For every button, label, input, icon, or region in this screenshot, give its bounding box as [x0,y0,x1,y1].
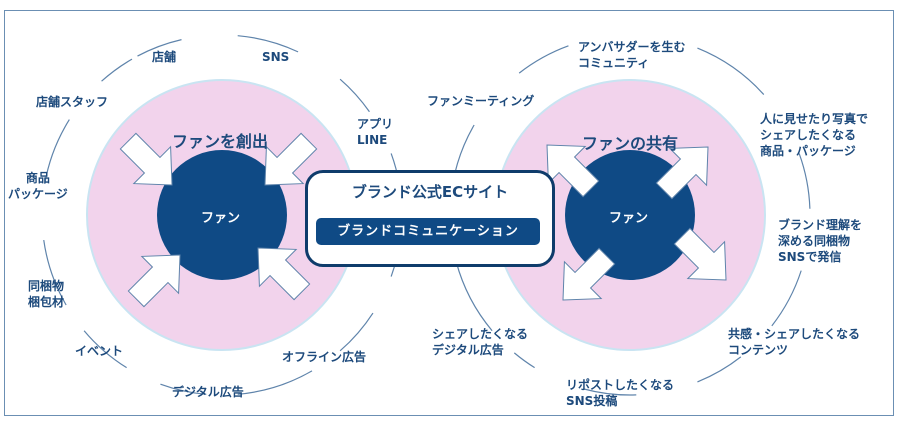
outward-arrow-icon [655,146,709,200]
touchpoint-repostable-sns: リポストしたくなる SNS投稿 [566,378,675,408]
brand-communication-pill: ブランドコミュニケーション [316,218,540,245]
touchpoint-shareable-content: 共感・シェアしたくなる コンテンツ [728,327,861,357]
right-zone-title: ファンの共有 [582,134,679,153]
left-arc-segment [237,35,299,53]
inward-arrow-icon [264,132,318,186]
left-zone-title: ファンを創出 [172,132,269,151]
left-arc-segment [237,370,313,395]
diagram-frame [4,10,894,416]
left-arc-segment [44,119,70,184]
outward-arrow-icon [673,227,727,281]
right-arc-segment [697,47,765,95]
outward-arrow-icon [562,247,616,301]
brand-ec-site-box: ブランド公式ECサイト ブランドコミュニケーション [305,170,555,267]
touchpoint-offline-ad: オフライン広告 [282,350,367,364]
left-fan-core [157,150,287,280]
right-fan-core-label: ファン [609,211,649,226]
right-arc-segment [455,261,493,332]
right-arc-segment [583,388,637,396]
touchpoint-product-package: 商品 パッケージ [8,171,68,201]
touchpoint-event: イベント [75,344,124,358]
left-arc-segment [339,78,370,113]
right-arc-segment [518,45,569,74]
touchpoint-digital-ad: デジタル広告 [172,385,244,399]
right-arc-segment [771,270,802,327]
inward-arrow-icon [257,247,311,301]
touchpoint-fan-meeting: ファンミーティング [427,94,535,108]
left-arc-segment [339,312,374,352]
inward-arrow-icon [119,132,173,186]
touchpoint-ambassador-community: アンバサダーを生む コミュニティ [578,40,686,70]
touchpoint-shareable-digital-ad: シェアしたくなる デジタル広告 [432,327,529,357]
brand-ec-site-title: ブランド公式ECサイト [351,183,509,201]
left-arc-segment [43,239,67,306]
right-arc-segment [798,153,811,209]
touchpoint-sns: SNS [262,50,290,64]
touchpoint-store: 店舗 [152,50,177,64]
touchpoint-enclosures: 同梱物 梱包材 [28,279,65,309]
left-fan-core-label: ファン [201,211,241,226]
touchpoint-brand-understanding: ブランド理解を 深める同梱物 SNSで発信 [778,218,863,264]
left-arc-segment [137,39,182,57]
touchpoint-app-line: アプリ LINE [357,117,394,147]
left-arc-segment [83,330,127,369]
touchpoint-store-staff: 店舗スタッフ [36,95,109,109]
left-arc-segment [160,383,207,395]
right-arc-segment [697,356,742,383]
right-arc-segment [513,352,535,369]
touchpoint-shareable-package: 人に見せたり写真で シェアしたくなる 商品・パッケージ [760,112,869,158]
inward-arrow-icon [127,254,181,308]
left-arc-segment [101,58,133,82]
